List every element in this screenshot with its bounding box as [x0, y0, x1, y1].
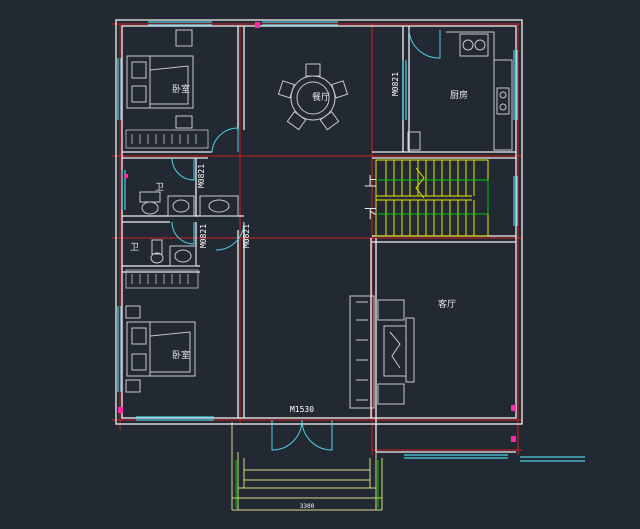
door-tag-bath-lower: M0821: [199, 224, 208, 248]
door-swing-icon: [301, 419, 333, 451]
room-label-living: 客厅: [438, 298, 456, 310]
door-swing-icon: [271, 419, 303, 451]
toilet-icon: [139, 191, 161, 215]
dining-chair: [319, 110, 340, 131]
room-label-dining: 餐厅: [312, 91, 330, 103]
stair-up-label: 上: [364, 175, 377, 190]
porch-steps: [231, 422, 383, 511]
door-tag-bath-upper: M0821: [197, 164, 206, 188]
dining-chair: [286, 110, 307, 131]
wardrobe-icon: [125, 269, 199, 289]
sink-icon: [496, 87, 510, 115]
washbasin-icon: [167, 195, 239, 217]
bed-icon: [125, 305, 196, 393]
door-tag-kitchen: M0821: [391, 72, 400, 96]
door-swing-icon: [171, 157, 195, 181]
windows: [117, 21, 585, 462]
wardrobe-icon: [125, 129, 209, 149]
door-tag-entry: M1530: [290, 405, 314, 414]
room-label-kitchen: 厨房: [450, 89, 468, 101]
room-label-bedroom-top: 卧室: [172, 83, 190, 95]
axis-lines: [112, 23, 522, 455]
room-label-bath-upper: 卫: [155, 183, 164, 193]
dining-chair: [305, 63, 321, 77]
stair-rail: [378, 167, 489, 215]
porch-rails: [235, 460, 379, 508]
staircase: [375, 159, 489, 237]
door-swing-icon: [211, 127, 239, 153]
door-swing-icon: [171, 221, 195, 245]
door-tag-bedroom: M0821: [242, 224, 251, 248]
sofa-set-icon: [349, 295, 415, 409]
stair-treads: [385, 160, 475, 236]
kitchen-counter: [407, 31, 513, 151]
door-swings: [171, 29, 441, 451]
dining-chair: [331, 80, 349, 99]
dining-chair: [277, 80, 295, 99]
stove-icon: [459, 33, 489, 57]
room-label-bath-lower: 卫: [130, 243, 139, 253]
porch-dimension: 3300: [300, 503, 315, 510]
bed-icon: [126, 29, 194, 129]
column-markers: [118, 22, 516, 442]
dining-table-icon: [277, 63, 349, 131]
stair-down-label: 下: [364, 207, 377, 222]
door-swing-icon: [215, 221, 245, 251]
door-swing-icon: [408, 29, 441, 59]
room-label-bedroom-bottom: 卧室: [172, 349, 190, 361]
toilet-icon: [150, 239, 164, 264]
washbasin-icon: [169, 245, 197, 267]
